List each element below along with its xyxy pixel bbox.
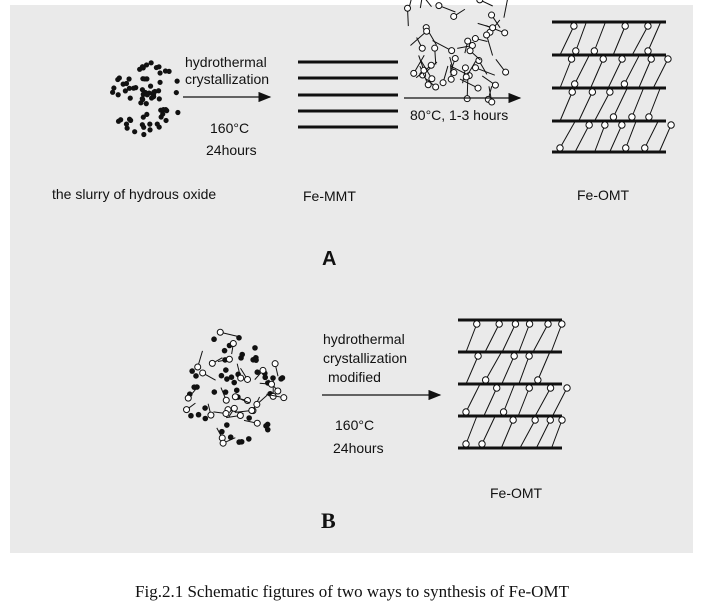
fe-mmt-label: Fe-MMT	[303, 188, 356, 204]
surfactant-molecules	[404, 0, 510, 106]
fe-omt-label-a: Fe-OMT	[577, 187, 630, 203]
slurry-particles	[110, 60, 181, 138]
a-step1-line2: crystallization	[185, 71, 269, 87]
b-step-temp: 160°C	[335, 417, 374, 433]
panel-a-label: A	[322, 248, 336, 270]
a-step1-line1: hydrothermal	[185, 54, 267, 70]
fe-omt-structure-b	[458, 318, 571, 450]
slurry-with-surfactant	[183, 328, 288, 447]
a-step2-condition: 80°C, 1-3 hours	[410, 107, 508, 123]
fe-omt-structure-a	[552, 20, 675, 154]
fe-mmt-layers	[298, 60, 398, 129]
b-step-line2: crystallization	[323, 350, 407, 366]
a-step1-time: 24hours	[206, 142, 257, 158]
b-step-time: 24hours	[333, 440, 384, 456]
a-step1-temp: 160°C	[210, 120, 249, 136]
figure-caption: Fig.2.1 Schematic figtures of two ways t…	[135, 582, 569, 601]
slurry-label: the slurry of hydrous oxide	[52, 186, 216, 202]
fe-omt-label-b: Fe-OMT	[490, 485, 543, 501]
b-step-line1: hydrothermal	[323, 331, 405, 347]
b-step-line3: modified	[328, 369, 381, 385]
panel-b-label: B	[321, 508, 336, 533]
